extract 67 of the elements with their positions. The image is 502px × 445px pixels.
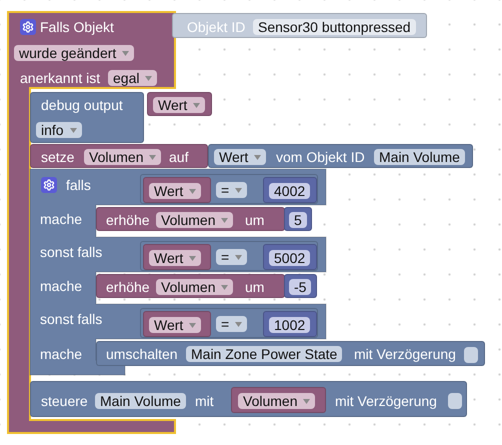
- block-label: steuere: [41, 393, 88, 409]
- dropdown-field: Wert: [214, 149, 266, 165]
- debug-block: [30, 92, 144, 143]
- control-block: [30, 381, 467, 417]
- dropdown-field: egal: [108, 70, 158, 86]
- increment-block: [96, 274, 285, 298]
- number-block: [263, 244, 317, 270]
- dropdown-field: Volumen: [156, 212, 234, 228]
- object-id-block: [172, 13, 427, 38]
- dropdown-field: =: [216, 316, 248, 332]
- block-label: setze: [41, 149, 74, 165]
- block-label: falls: [66, 177, 91, 193]
- block-label: mache: [40, 346, 82, 362]
- dropdown-field: Wert: [153, 97, 206, 113]
- text-field: Main Zone Power State: [186, 346, 342, 362]
- variable-block: [143, 311, 211, 337]
- dropdown-field: =: [216, 249, 248, 265]
- set-variable-block: [30, 144, 208, 168]
- dropdown-field: wurde geändert: [14, 45, 134, 61]
- dropdown-field: Wert: [149, 250, 202, 266]
- dropdown-field: Volumen: [156, 279, 234, 295]
- block-label: sonst falls: [40, 311, 102, 327]
- block-label: vom Objekt ID: [276, 149, 365, 165]
- number-block: [284, 207, 312, 231]
- number-block: [263, 177, 317, 203]
- block-label: sonst falls: [40, 244, 102, 260]
- text-field: 5002: [269, 250, 310, 266]
- dropdown-field: Volumen: [238, 393, 316, 409]
- block-label: erhöhe: [106, 279, 150, 295]
- dropdown-field: Volumen: [84, 149, 162, 165]
- toggle-block: [96, 341, 485, 366]
- block-label: umschalten: [106, 346, 178, 362]
- dropdown-field: Wert: [149, 317, 202, 333]
- block-label: mache: [40, 211, 82, 227]
- dropdown-field: Wert: [149, 183, 202, 199]
- block-label: mit Verzögerung: [354, 346, 456, 362]
- block-label: mit Verzögerung: [335, 393, 437, 409]
- block-label: Falls Objekt: [40, 19, 114, 35]
- block-label: um: [245, 279, 264, 295]
- number-block: [284, 274, 317, 298]
- block-label: mit: [195, 393, 214, 409]
- text-field: 5: [289, 212, 307, 228]
- compare-block: [140, 241, 318, 271]
- block-label: auf: [169, 149, 188, 165]
- variable-block: [143, 244, 211, 270]
- text-field: Sensor30 buttonpressed: [253, 19, 416, 35]
- compare-block: [140, 308, 318, 338]
- dropdown-field: info: [36, 122, 82, 138]
- dropdown-field: =: [216, 182, 248, 198]
- text-field: Main Volume: [374, 149, 465, 165]
- block-label: erhöhe: [106, 212, 150, 228]
- variable-block: [231, 387, 326, 413]
- get-value-block: [208, 144, 473, 168]
- block-label: Objekt ID: [187, 19, 246, 35]
- block-label: debug output: [41, 97, 123, 113]
- block-label: mache: [40, 278, 82, 294]
- text-field: 4002: [269, 183, 310, 199]
- increment-block: [96, 207, 285, 231]
- text-field: Main Volume: [95, 393, 186, 409]
- text-field: -5: [289, 279, 312, 295]
- block-label: anerkannt ist: [20, 70, 100, 86]
- text-field: 1002: [269, 317, 310, 333]
- compare-block: [140, 174, 318, 204]
- number-block: [263, 311, 317, 337]
- variable-block: [147, 92, 212, 116]
- block-label: um: [245, 212, 264, 228]
- variable-block: [143, 177, 211, 203]
